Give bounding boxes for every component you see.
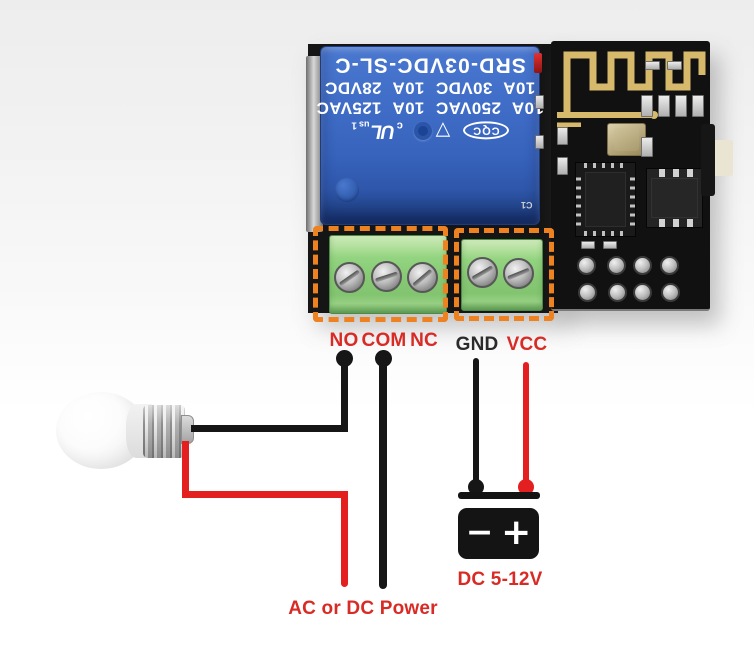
wire-load-red-horizontal xyxy=(182,491,348,498)
smd-component xyxy=(692,95,704,117)
smd-component xyxy=(641,95,653,117)
com-connection-dot xyxy=(375,350,392,367)
smd-component xyxy=(581,241,595,249)
smd-component xyxy=(535,95,544,109)
vde-triangle-icon: ▽ xyxy=(435,119,451,141)
highlight-box-power-terminals xyxy=(454,228,554,321)
battery-minus-icon: − xyxy=(465,512,494,551)
header-pin xyxy=(578,283,597,302)
label-com: COM xyxy=(361,330,407,351)
terminal-screw-gnd xyxy=(467,257,498,288)
wire-no-horizontal xyxy=(191,425,348,432)
header-pin xyxy=(633,256,652,275)
label-gnd: GND xyxy=(455,334,499,355)
wire-com-vertical xyxy=(379,358,387,589)
header-pin xyxy=(660,256,679,275)
flash-memory-chip xyxy=(646,168,703,228)
label-supply-voltage: DC 5-12V xyxy=(457,569,543,590)
highlight-box-relay-terminals xyxy=(313,226,448,322)
vcc-connection-dot xyxy=(518,479,534,495)
relay-rating-ac: 10A 250VAC 10A 125VAC xyxy=(316,98,544,118)
header-pin xyxy=(633,283,652,302)
ul-mark: c UL us 1 xyxy=(351,119,403,142)
smd-component xyxy=(557,157,568,175)
label-no: NO xyxy=(329,330,359,351)
relay-model: SRD-03VDC-SL-C xyxy=(334,53,526,77)
smd-component xyxy=(535,135,544,149)
header-pin xyxy=(608,283,627,302)
status-led xyxy=(534,53,542,73)
smd-component xyxy=(675,95,687,117)
wire-load-red-vertical2 xyxy=(341,491,348,587)
battery-terminal-bar xyxy=(458,492,540,499)
bulb-screw-base xyxy=(143,405,185,458)
battery-plus-icon: + xyxy=(501,511,532,553)
no-connection-dot xyxy=(336,350,353,367)
cqc-mark: CQC xyxy=(463,121,509,140)
esp01-module-pcb xyxy=(551,41,710,311)
relay-dimple xyxy=(335,178,359,202)
smd-component xyxy=(603,241,617,249)
wifi-antenna-icon xyxy=(557,51,706,127)
battery: − + xyxy=(458,508,539,559)
socket-tab xyxy=(711,140,733,176)
smd-component xyxy=(645,61,660,70)
smd-component xyxy=(641,137,653,157)
label-nc: NC xyxy=(410,330,438,351)
header-pin xyxy=(577,256,596,275)
relay: CQC ▽ ● c UL us 1 10A 250VAC 10A 125VAC … xyxy=(316,46,544,225)
smd-component xyxy=(557,127,568,145)
esp8266-chip xyxy=(575,162,636,237)
terminal-screw-com xyxy=(371,261,402,292)
terminal-screw-nc xyxy=(407,262,438,293)
wire-vcc xyxy=(523,362,529,486)
label-load-power: AC or DC Power xyxy=(288,598,438,619)
wire-no-vertical xyxy=(341,358,348,432)
silkscreen-c1: C1 xyxy=(521,200,533,210)
socket-clip xyxy=(701,124,715,196)
relay-rating-dc: 10A 30VDC 10A 28VDC xyxy=(324,78,536,98)
wire-gnd xyxy=(473,358,479,486)
header-pin xyxy=(661,283,680,302)
wire-load-red-vertical1 xyxy=(182,441,189,498)
label-vcc: VCC xyxy=(506,334,548,355)
smd-component xyxy=(658,95,670,117)
terminal-screw-vcc xyxy=(503,258,534,289)
header-pin xyxy=(607,256,626,275)
terminal-screw-no xyxy=(334,262,365,293)
gnd-connection-dot xyxy=(468,479,484,495)
relay-adjust-hole xyxy=(414,122,432,140)
smd-component xyxy=(667,61,682,70)
relay-metal-edge xyxy=(306,56,323,232)
